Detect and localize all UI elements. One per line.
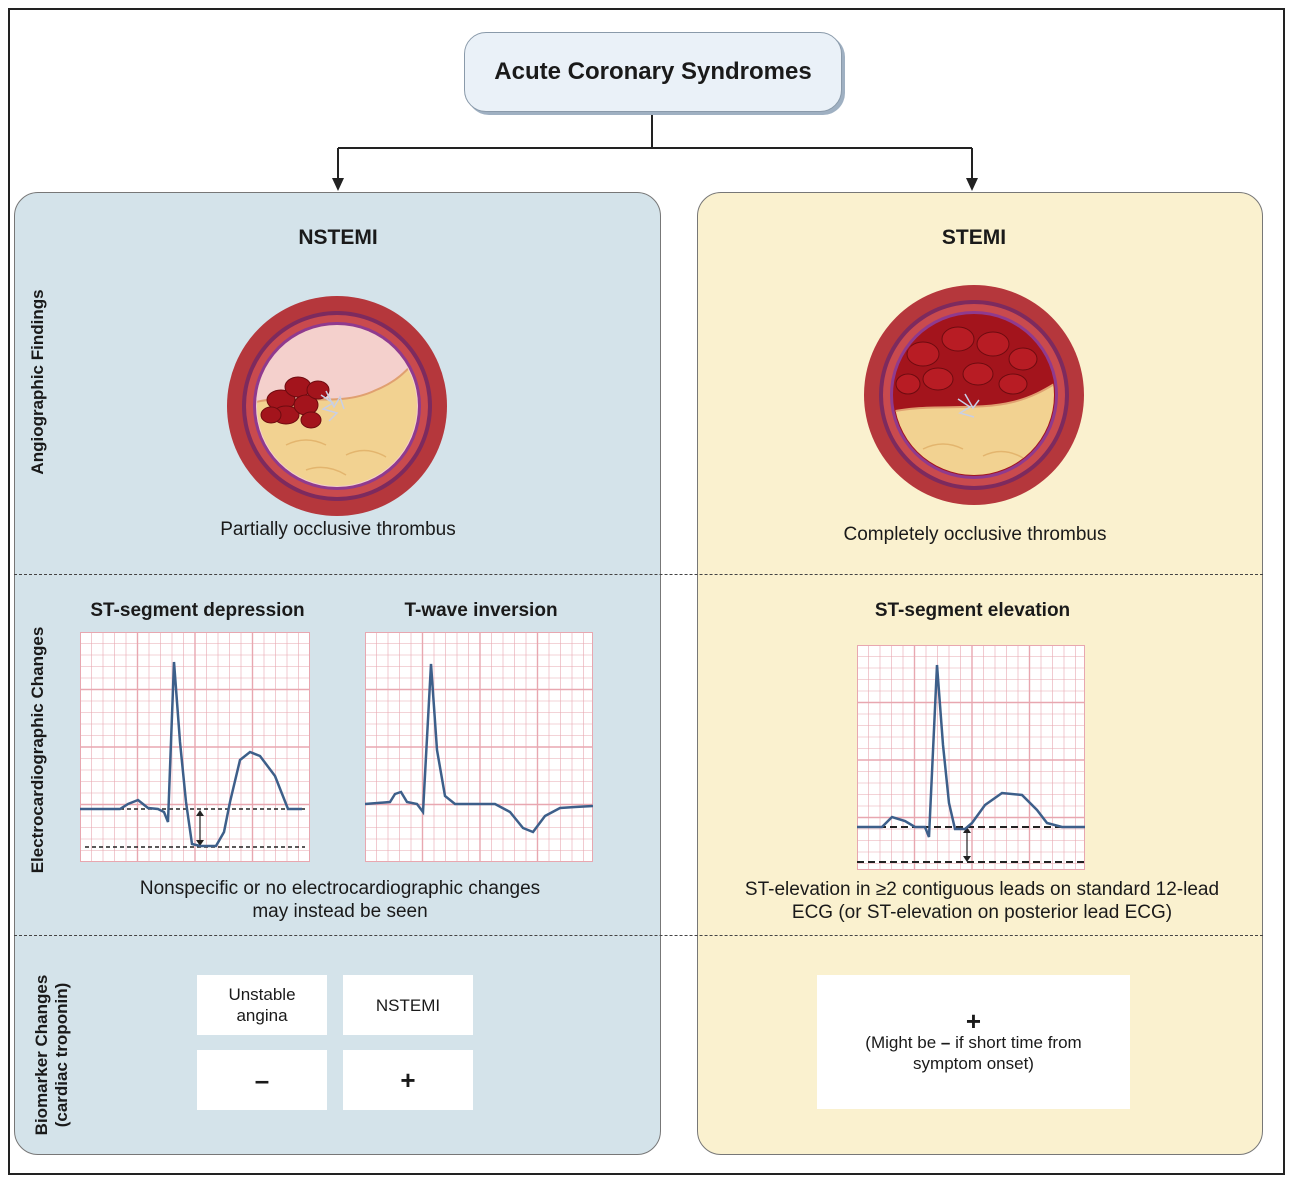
unstable-angina-line1: Unstable (228, 985, 296, 1004)
unstable-angina-troponin-sign: – (254, 1064, 270, 1095)
tree-connectors (332, 110, 978, 191)
stemi-note-prefix: (Might be (865, 1032, 937, 1052)
biomarker-result-unstable-angina: – (197, 1050, 327, 1110)
stemi-title: STEMI (941, 226, 1007, 249)
nstemi-biomarker-label: NSTEMI (375, 995, 441, 1015)
root-title: Acute Coronary Syndromes (494, 58, 812, 85)
stemi-ecg-caption-line2: ECG (or ST-elevation on posterior lead E… (791, 902, 1173, 923)
ecg-title-st-elevation: ST-segment elevation (874, 600, 1071, 621)
stemi-troponin-note-line1: (Might be – if short time from (865, 1032, 1081, 1053)
stemi-artery-illustration (864, 285, 1084, 505)
ecg-title-st-depression: ST-segment depression (90, 600, 305, 621)
ecg-t-wave-inversion (365, 632, 593, 862)
biomarker-result-nstemi: + (343, 1050, 473, 1110)
ecg-st-depression (80, 632, 310, 862)
row-label-biomarker-line1: Biomarker Changes (32, 974, 51, 1136)
row-divider-1 (14, 574, 1263, 575)
nstemi-angio-caption: Partially occlusive thrombus (220, 519, 456, 540)
nstemi-ecg-caption-line1: Nonspecific or no electrocardiographic c… (139, 878, 541, 899)
stemi-ecg-caption-line1: ST-elevation in ≥2 contiguous leads on s… (744, 879, 1220, 900)
nstemi-artery-illustration (227, 296, 447, 516)
row-label-biomarker-line2: (cardiac troponin) (52, 982, 71, 1128)
stemi-note-dash: – (940, 1032, 951, 1052)
figure-frame (8, 8, 1285, 1175)
row-label-biomarker: Biomarker Changes (cardiac troponin) (32, 945, 74, 1165)
row-label-ecg: Electrocardiographic Changes (28, 626, 47, 874)
stemi-troponin-sign: + (965, 1005, 982, 1036)
nstemi-ecg-caption-line2: may instead be seen (252, 901, 428, 922)
biomarker-label-unstable-angina: Unstable angina (197, 975, 327, 1035)
ecg-title-t-wave-inversion: T-wave inversion (404, 600, 558, 621)
ecg-st-elevation (857, 645, 1085, 870)
stemi-note-suffix: if short time from (955, 1032, 1082, 1052)
biomarker-label-nstemi: NSTEMI (343, 975, 473, 1035)
row-divider-2 (14, 935, 1263, 936)
stemi-angio-caption: Completely occlusive thrombus (843, 524, 1107, 545)
unstable-angina-line2: angina (236, 1006, 288, 1025)
nstemi-title: NSTEMI (298, 226, 378, 249)
row-label-angiographic: Angiographic Findings (28, 289, 47, 475)
stemi-troponin-note-line2: symptom onset) (913, 1053, 1034, 1073)
nstemi-troponin-sign: + (400, 1064, 416, 1095)
nstemi-ecg-caption: Nonspecific or no electrocardiographic c… (100, 877, 580, 923)
root-node: Acute Coronary Syndromes (464, 32, 842, 112)
biomarker-result-stemi: + (Might be – if short time from symptom… (817, 975, 1130, 1109)
stemi-ecg-caption: ST-elevation in ≥2 contiguous leads on s… (734, 878, 1230, 924)
